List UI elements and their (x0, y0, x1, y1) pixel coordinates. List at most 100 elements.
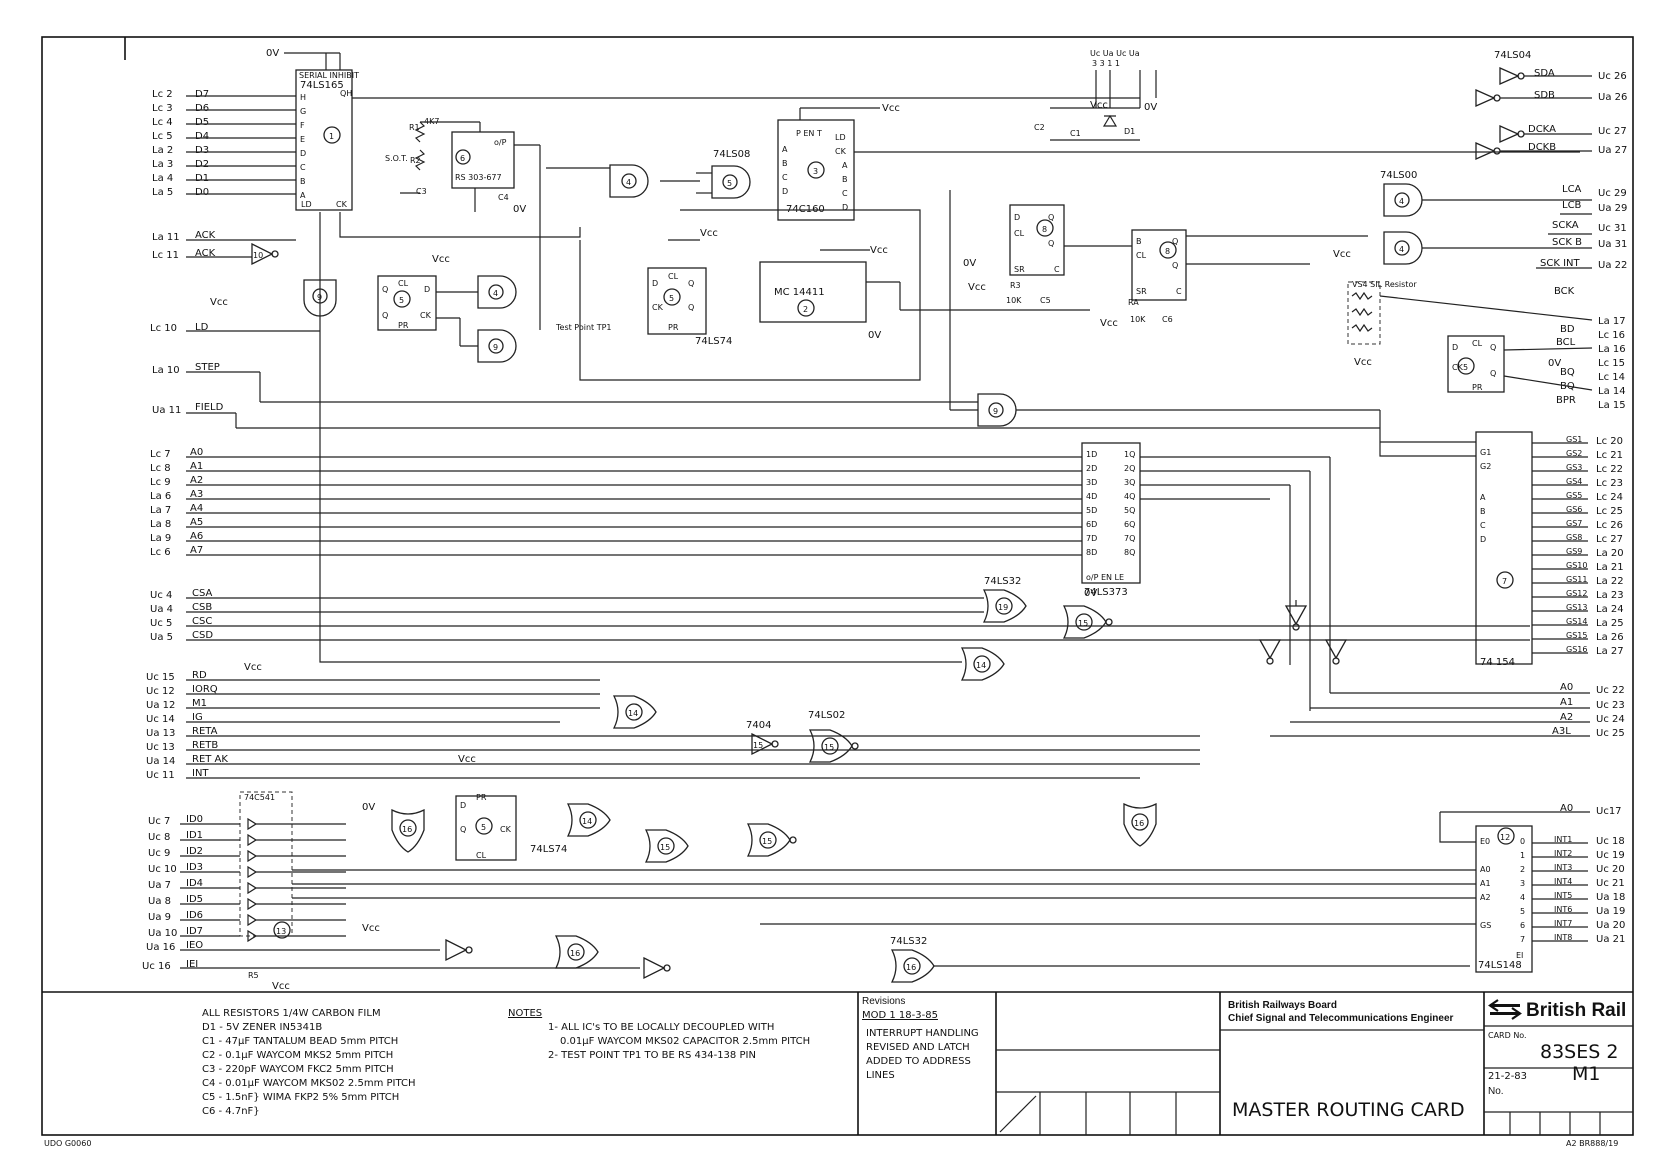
svg-text:GS6: GS6 (1566, 505, 1582, 514)
svg-text:SCK B: SCK B (1552, 237, 1582, 248)
svg-text:A0: A0 (1560, 803, 1573, 814)
svg-text:La 22: La 22 (1596, 576, 1624, 587)
svg-text:STEP: STEP (195, 362, 220, 373)
svg-text:CSD: CSD (192, 630, 213, 641)
svg-text:G: G (300, 107, 306, 116)
svg-text:Uc 29: Uc 29 (1598, 188, 1627, 199)
svg-text:15: 15 (753, 741, 763, 750)
svg-text:0V: 0V (868, 330, 881, 341)
svg-text:Vcc: Vcc (870, 245, 888, 256)
svg-text:5: 5 (1463, 363, 1468, 372)
svg-text:Ua 7: Ua 7 (148, 880, 171, 891)
svg-text:Ua 9: Ua 9 (148, 912, 171, 923)
svg-text:LD: LD (301, 200, 312, 209)
svg-text:NOTES: NOTES (508, 1008, 542, 1019)
svg-text:Uc 16: Uc 16 (142, 961, 171, 972)
svg-text:Uc Ua Uc Ua: Uc Ua Uc Ua (1090, 49, 1140, 58)
svg-text:La 15: La 15 (1598, 400, 1626, 411)
svg-text:Uc 5: Uc 5 (150, 618, 172, 629)
svg-text:C1 - 47μF TANTALUM BEAD 5mm PI: C1 - 47μF TANTALUM BEAD 5mm PITCH (202, 1036, 398, 1047)
svg-text:Ua 5: Ua 5 (150, 632, 173, 643)
svg-text:Uc 4: Uc 4 (150, 590, 172, 601)
svg-text:A2: A2 (1560, 712, 1573, 723)
svg-text:Uc 24: Uc 24 (1596, 714, 1625, 725)
svg-text:La 11: La 11 (152, 232, 180, 243)
svg-text:A: A (782, 145, 788, 154)
gate-nor-15-d: 15 (746, 823, 797, 857)
svg-text:Ua 10: Ua 10 (148, 928, 177, 939)
svg-text:R5: R5 (248, 971, 259, 980)
svg-text:A5: A5 (190, 517, 203, 528)
svg-text:Vcc: Vcc (458, 754, 476, 765)
svg-text:0V: 0V (362, 802, 375, 813)
svg-text:3: 3 (1520, 879, 1525, 888)
svg-text:A0: A0 (190, 447, 203, 458)
svg-text:INTERRUPT HANDLING: INTERRUPT HANDLING (866, 1028, 979, 1039)
svg-text:R2: R2 (410, 156, 421, 165)
svg-text:F: F (300, 121, 305, 130)
gate-or-14-c: 14 (612, 695, 657, 729)
svg-text:1D: 1D (1086, 450, 1097, 459)
chip-74ls165: SERIAL INHIBIT 74LS165 1 HG FE DC BA QHL… (295, 69, 359, 211)
svg-text:4: 4 (1399, 245, 1404, 254)
gate-or-16-out: 16 (890, 949, 935, 983)
gate-nor-15-b: 15 (808, 729, 859, 763)
svg-text:C2: C2 (1034, 123, 1045, 132)
svg-text:Vcc: Vcc (882, 103, 900, 114)
svg-text:PR: PR (1472, 383, 1483, 392)
svg-text:A3L: A3L (1552, 726, 1571, 737)
svg-text:C: C (300, 163, 306, 172)
svg-text:14: 14 (976, 661, 986, 670)
gate-or-16-ieo: 16 (554, 935, 599, 969)
svg-text:3D: 3D (1086, 478, 1097, 487)
svg-text:D: D (300, 149, 306, 158)
svg-text:Q: Q (460, 825, 466, 834)
svg-text:SCK INT: SCK INT (1540, 258, 1580, 269)
svg-text:0V: 0V (1144, 102, 1157, 113)
gate-74ls08: 74LS08 5 (711, 149, 751, 199)
svg-text:Lc 3: Lc 3 (152, 103, 173, 114)
svg-text:ALL RESISTORS 1/4W CARBON FILM: ALL RESISTORS 1/4W CARBON FILM (202, 1008, 381, 1019)
svg-text:Lc 6: Lc 6 (150, 547, 171, 558)
svg-text:4: 4 (1399, 197, 1404, 206)
svg-text:M1: M1 (1572, 1063, 1600, 1085)
svg-text:RET AK: RET AK (192, 754, 228, 765)
svg-text:C5: C5 (1040, 296, 1051, 305)
svg-text:ID5: ID5 (186, 894, 203, 905)
svg-text:15: 15 (762, 837, 772, 846)
gate-nor-15: 15 (1062, 605, 1113, 639)
svg-text:6Q: 6Q (1124, 520, 1135, 529)
svg-text:C6: C6 (1162, 315, 1173, 324)
svg-text:LCB: LCB (1562, 200, 1582, 211)
svg-text:6: 6 (1520, 921, 1525, 930)
svg-text:74LS00: 74LS00 (1380, 170, 1417, 181)
svg-text:SCKA: SCKA (1552, 220, 1579, 231)
svg-text:GS1: GS1 (1566, 435, 1582, 444)
svg-text:Uc 11: Uc 11 (146, 770, 175, 781)
svg-text:REVISED AND LATCH: REVISED AND LATCH (866, 1042, 970, 1053)
gate-or-14-b: 14 (960, 647, 1005, 681)
svg-text:INT8: INT8 (1554, 933, 1572, 942)
gate-nand-9-mid: 9 (477, 329, 517, 363)
svg-text:9: 9 (993, 407, 998, 416)
svg-text:2: 2 (1520, 865, 1525, 874)
svg-text:Ua 26: Ua 26 (1598, 92, 1627, 103)
svg-text:GS14: GS14 (1566, 617, 1587, 626)
svg-text:Uc 15: Uc 15 (146, 672, 175, 683)
svg-text:ID1: ID1 (186, 830, 203, 841)
svg-text:Lc 27: Lc 27 (1596, 534, 1623, 545)
svg-text:D: D (1452, 343, 1458, 352)
svg-text:Uc 18: Uc 18 (1596, 836, 1625, 847)
svg-text:C3 - 220pF WAYCOM FKC2 5mm PIT: C3 - 220pF WAYCOM FKC2 5mm PITCH (202, 1064, 394, 1075)
svg-text:10: 10 (253, 251, 263, 260)
svg-text:La 26: La 26 (1596, 632, 1624, 643)
drawing-title: MASTER ROUTING CARD (1232, 1099, 1465, 1121)
svg-text:16: 16 (1134, 819, 1144, 828)
svg-text:Lc 21: Lc 21 (1596, 450, 1623, 461)
svg-text:5D: 5D (1086, 506, 1097, 515)
svg-text:B: B (300, 177, 306, 186)
